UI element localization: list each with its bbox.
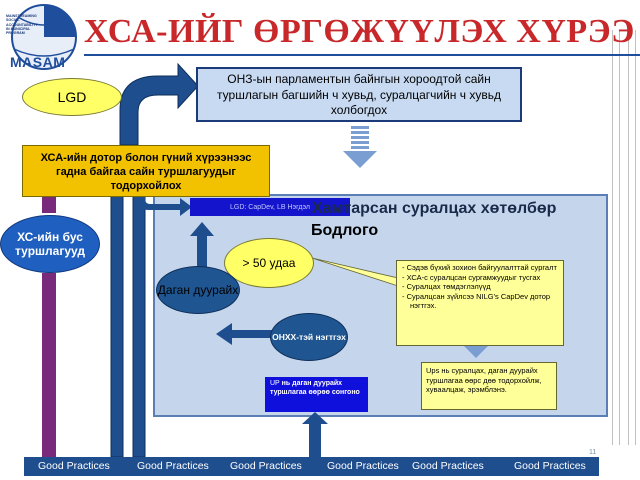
good-practice-label: Good Practices xyxy=(230,460,302,472)
over-50-times-oval: > 50 удаа xyxy=(224,238,314,288)
logo-caption: MAINSTREAMING SOCIAL ACCOUNTABILITY IN M… xyxy=(6,14,38,36)
masam-logo xyxy=(4,3,80,77)
callout-item: ХСА-с суралцсан сургамжуудыг тусгах xyxy=(407,273,559,283)
title-underline xyxy=(84,54,640,56)
callout-item: Сэдэв бүхий зохион байгуулалттай сургалт xyxy=(407,263,559,273)
identify-good-practices-box: ХСА-ийн дотор болон гүний хүрээнээс гадн… xyxy=(22,145,270,197)
globe-logo-icon xyxy=(11,4,77,70)
lgd-oval: LGD xyxy=(22,78,122,116)
lgd-capdev-bar: LGD: CapDev, LB Нэгдэл xyxy=(190,198,350,216)
good-practice-label: Good Practices xyxy=(327,460,399,472)
parliament-committee-box: ОНЗ-ын парламентын байнгын хороодтой сай… xyxy=(196,67,522,122)
curve-arrow-to-navy xyxy=(135,190,192,216)
good-practice-label: Good Practices xyxy=(38,460,110,472)
up-lead: UP xyxy=(270,380,280,387)
panel-subtitle: Бодлого xyxy=(311,222,379,239)
good-practice-label: Good Practices xyxy=(137,460,209,472)
good-practice-label: Good Practices xyxy=(514,460,586,472)
panel-title: Хамтарсан суралцах хөтөлбөр xyxy=(312,200,557,217)
page-title: ХСА-ИЙГ ӨРГӨЖҮҮЛЭХ ХҮРЭЭ xyxy=(84,13,635,50)
right-side-bar xyxy=(612,30,620,445)
non-sa-practices-oval: ХС-ийн бус туршлагууд xyxy=(0,215,100,273)
up-arrow-dagan xyxy=(190,222,214,268)
good-practices-bar: Good Practices Good Practices Good Pract… xyxy=(24,457,599,476)
vertical-arrow-left-2 xyxy=(132,189,146,458)
purple-column xyxy=(42,273,56,457)
arrow-onh-to-dagan xyxy=(216,323,272,345)
good-practice-label: Good Practices xyxy=(412,460,484,472)
page-number: 11 xyxy=(589,449,597,456)
training-callout: Сэдэв бүхий зохион байгуулалттай сургалт… xyxy=(396,260,564,346)
up-arrow-up-box xyxy=(302,412,328,457)
callout-item: Суралцах төмдэглэлүүд xyxy=(407,282,559,292)
up-selection-box: UP нь даган дуурайх туршлагаа өөрөө сонг… xyxy=(265,377,368,412)
replication-oval: Даган дуурайх xyxy=(156,266,240,314)
curved-arrow-to-top-box xyxy=(119,62,199,146)
right-side-bar-outer xyxy=(628,30,636,445)
callout-pointer xyxy=(311,257,399,287)
logo-wordmark: MASAM xyxy=(10,54,66,70)
callout-item: Суралцсан зүйлсээ NILG's CapDev дотор нэ… xyxy=(407,292,559,311)
vertical-arrow-left xyxy=(110,189,124,458)
dashed-arrow-down-1 xyxy=(343,126,377,168)
onhh-integration-oval: ОНХХ-тэй нэгтгэх xyxy=(270,313,348,361)
up-box-text: нь даган дуурайх туршлагаа өөрөө сонгоно xyxy=(270,380,360,396)
ups-callout: Ups нь суралцах, даган дуурайх туршлагаа… xyxy=(421,362,557,410)
purple-connector xyxy=(42,197,56,213)
